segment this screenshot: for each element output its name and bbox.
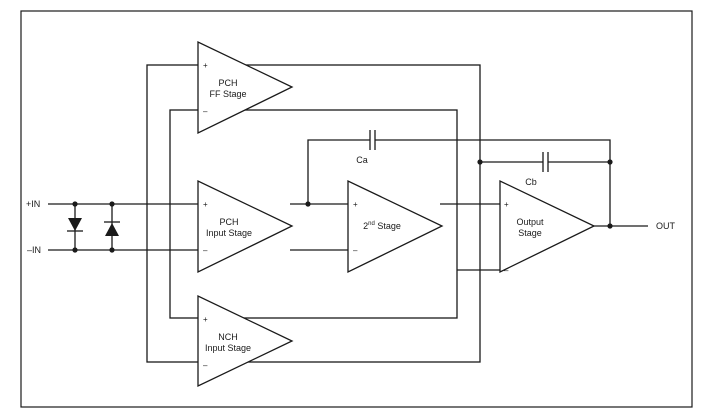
minus-sign: – [504,266,509,275]
junction-dot [477,159,483,165]
minus-sign: – [203,361,208,370]
second-stage [347,179,444,274]
diode-up-icon [104,204,120,250]
pch-input-label-line1: PCH [219,217,238,227]
minus-sign: – [203,107,208,116]
out-label: OUT [656,221,676,231]
junction-dot [607,223,613,229]
second-stage-label: 2nd Stage [363,221,401,231]
inner-loop-wire [169,109,458,319]
junction-dot [72,247,78,253]
pch-input-label-line2: Input Stage [206,228,252,238]
plus-sign: + [203,61,208,70]
plus-sign: + [504,200,509,209]
nch-input-label-line1: NCH [218,332,238,342]
outer-loop-wire [146,64,481,363]
ca-return-wire [375,139,611,226]
ca-label: Ca [356,155,368,165]
diagram-border [20,10,693,408]
pch-input-stage [197,179,294,274]
pch-ff-label-line2: FF Stage [209,89,246,99]
pch-ff-stage [197,40,294,135]
nch-input-stage [197,294,294,388]
diode-down-icon [67,204,83,250]
in-plus-label: +IN [26,199,40,209]
plus-sign: + [353,200,358,209]
junction-dot [109,201,115,207]
pch-ff-label-line1: PCH [218,78,237,88]
ca-wire [307,139,370,204]
output-stage [499,179,596,274]
plus-sign: + [203,315,208,324]
nch-input-label-line2: Input Stage [205,343,251,353]
output-stage-label-line2: Stage [518,228,542,238]
in-minus-label: –IN [27,245,41,255]
cb-label: Cb [525,177,537,187]
minus-sign: – [353,246,358,255]
junction-dot [607,159,613,165]
output-stage-label-line1: Output [516,217,544,227]
junction-dot [109,247,115,253]
plus-sign: + [203,200,208,209]
junction-dot [72,201,78,207]
minus-sign: – [203,246,208,255]
